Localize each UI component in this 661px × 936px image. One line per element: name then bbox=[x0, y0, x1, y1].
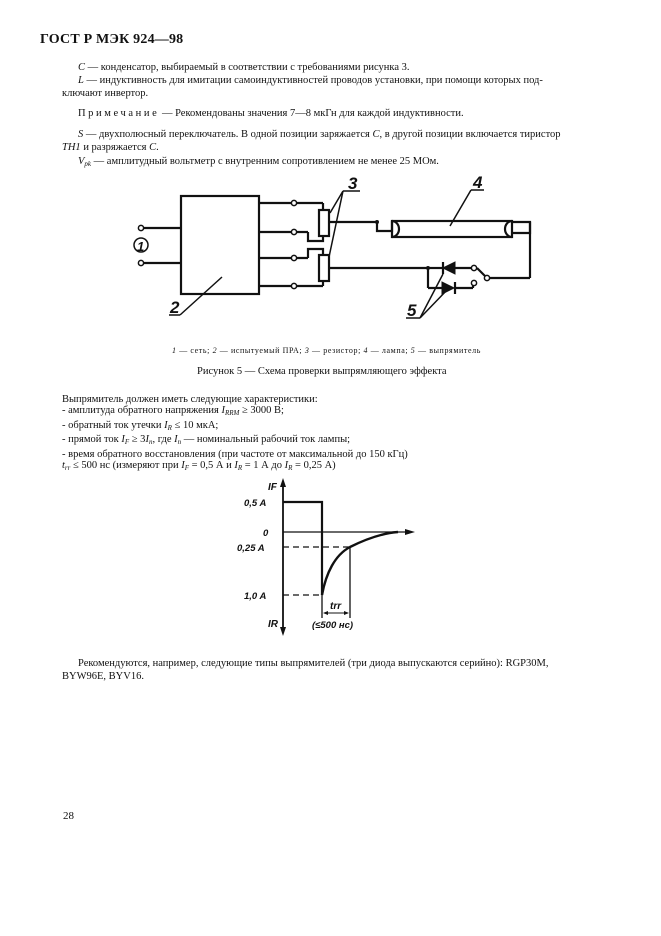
label-4: 4 bbox=[472, 173, 483, 192]
requirement-item: - время обратного восстановления (при ча… bbox=[62, 448, 408, 460]
requirement-item: - прямой ток IF ≥ 3In, где In — номиналь… bbox=[62, 434, 351, 447]
trr-label: trr bbox=[330, 601, 342, 612]
reverse-recovery-chart: IF IR 0,5 A 0 0,25 A 1,0 A trr (≤500 нс) bbox=[237, 478, 415, 636]
requirements-intro: Выпрямитель должен иметь следующие харак… bbox=[62, 394, 318, 405]
figure-caption: Рисунок 5 — Схема проверки выпрямляющего… bbox=[197, 366, 447, 377]
trr-line: trr ≤ 500 нс (измеряют при IF = 0,5 А и … bbox=[62, 460, 336, 473]
tick-label-0-25a: 0,25 A bbox=[237, 543, 265, 554]
requirement-item: - обратный ток утечки IR ≤ 10 мкА; bbox=[62, 419, 219, 432]
requirements-list: Выпрямитель должен иметь следующие харак… bbox=[62, 394, 408, 474]
definition-s-continued: TH1 и разряжается C. bbox=[62, 142, 159, 153]
axis-label-ir: IR bbox=[268, 619, 279, 630]
circuit-diagram: 1 2 3 4 5 bbox=[133, 173, 532, 320]
definition-l-continued: ключают инвертор. bbox=[62, 88, 149, 99]
definition-s: S — двухполюсный переключатель. В одной … bbox=[78, 129, 561, 140]
tick-label-0-5a: 0,5 A bbox=[244, 498, 266, 509]
label-3: 3 bbox=[348, 174, 358, 193]
trr-annotation: (≤500 нс) bbox=[312, 620, 353, 631]
definition-c: C — конденсатор, выбираемый в соответств… bbox=[78, 62, 410, 73]
page-number: 28 bbox=[63, 810, 74, 822]
label-1: 1 bbox=[137, 239, 144, 254]
requirement-item: - амплитуда обратного напряжения IRRM ≥ … bbox=[62, 405, 284, 418]
recommendation-line2: BYW96E, BYV16. bbox=[62, 671, 144, 682]
tick-label-0: 0 bbox=[263, 528, 269, 539]
note: Примечание — Рекомендованы значения 7—8 … bbox=[78, 108, 464, 119]
label-2: 2 bbox=[169, 298, 180, 317]
axis-label-if: IF bbox=[268, 482, 278, 493]
definition-l: L — индуктивность для имитации самоиндук… bbox=[78, 75, 543, 86]
document-header: ГОСТ Р МЭК 924—98 bbox=[40, 32, 184, 47]
figure-legend: 1 — сеть; 2 — испытуемый ПРА; 3 — резист… bbox=[172, 346, 481, 355]
recommendation-line1: Рекомендуются, например, следующие типы … bbox=[78, 658, 549, 669]
label-5: 5 bbox=[407, 301, 417, 320]
tick-label-1-0a: 1,0 A bbox=[244, 591, 266, 602]
definition-v: Vpk — амплитудный вольтметр с внутренним… bbox=[78, 156, 439, 168]
